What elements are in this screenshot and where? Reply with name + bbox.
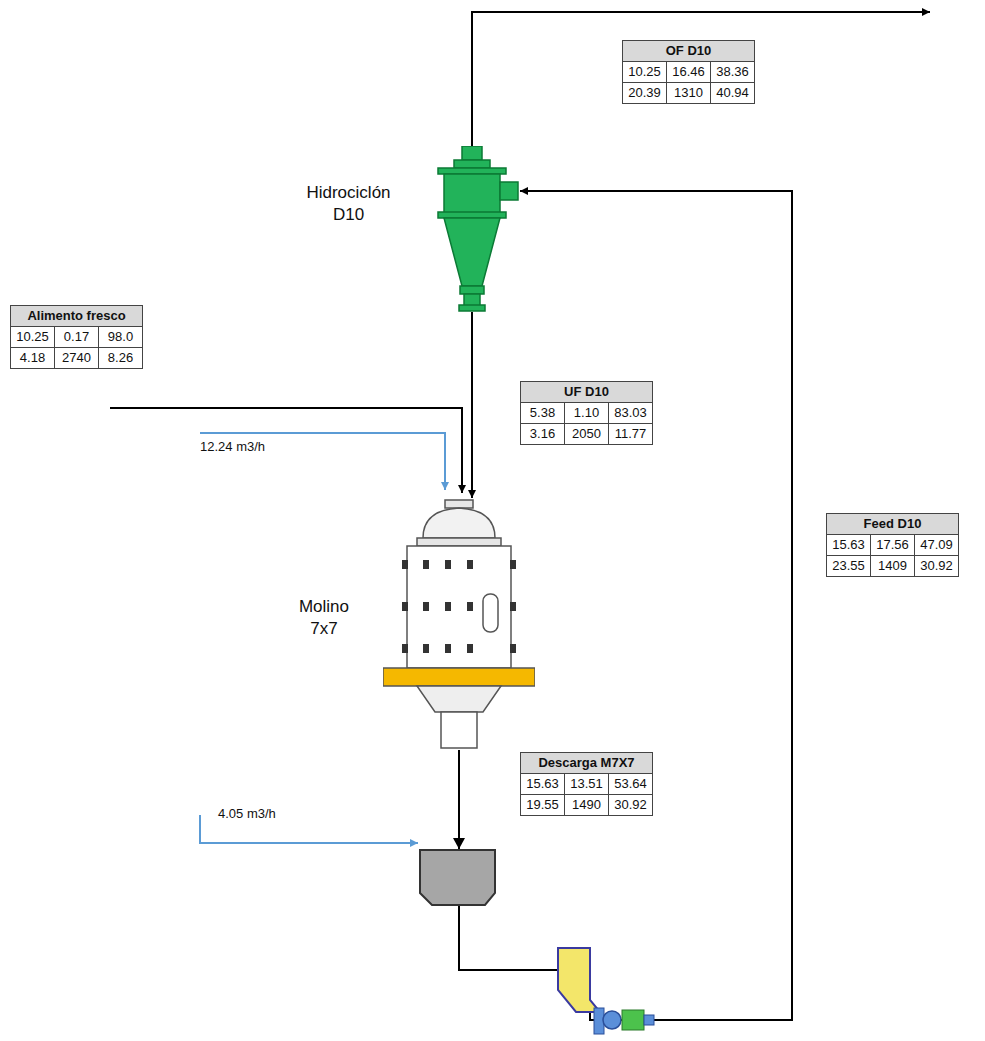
table-cell: 10.25 — [623, 62, 667, 83]
table-cell: 98.0 — [99, 327, 143, 348]
flow-line — [471, 312, 473, 498]
bolt — [510, 602, 516, 611]
table-cell: 13.51 — [565, 774, 609, 795]
spigot — [464, 294, 480, 306]
table-cell: 1.10 — [565, 403, 609, 424]
table-heading: Descarga M7X7 — [521, 753, 653, 774]
equipment-label: Molino 7x7 — [283, 596, 365, 640]
stream-table: OF D1010.2516.4638.36 20.39131040.94 — [622, 40, 755, 104]
bolt — [445, 560, 451, 569]
table-cell: 17.56 — [871, 535, 915, 556]
table-cell: 1310 — [667, 83, 711, 104]
flow-rate-label: 12.24 m3/h — [198, 439, 267, 454]
bolt — [423, 644, 429, 653]
flange — [438, 168, 506, 174]
table-cell: 0.17 — [55, 327, 99, 348]
table-heading: Alimento fresco — [11, 306, 143, 327]
equipment-outline — [424, 146, 520, 312]
bolt — [445, 644, 451, 653]
spigot-ring — [459, 305, 485, 311]
table-cell: 38.36 — [711, 62, 755, 83]
bolt — [423, 560, 429, 569]
table-cell: 8.26 — [99, 348, 143, 369]
pump — [558, 948, 654, 1034]
bolt — [402, 602, 408, 611]
table-cell: 15.63 — [827, 535, 871, 556]
mill: Molino 7x7 — [383, 498, 535, 750]
table-cell: 20.39 — [623, 83, 667, 104]
table-cell: 1490 — [565, 795, 609, 816]
sump — [420, 850, 495, 905]
table-cell: 11.77 — [609, 424, 653, 445]
mill-dome — [423, 508, 495, 538]
pump-impeller — [603, 1011, 621, 1029]
table-cell: 23.55 — [827, 556, 871, 577]
hydrocyclone: Hidrociclón D10 — [424, 146, 520, 312]
table-cell: 53.64 — [609, 774, 653, 795]
table-heading: OF D10 — [623, 41, 755, 62]
cone — [444, 218, 500, 286]
mill-ring — [417, 538, 501, 546]
stream-table: Descarga M7X715.6313.5153.64 19.55149030.… — [520, 752, 653, 816]
vortex-finder — [462, 146, 482, 160]
bolt — [402, 560, 408, 569]
mill-band — [383, 668, 535, 686]
table-cell: 5.38 — [521, 403, 565, 424]
fresh-feed-line — [110, 408, 462, 493]
equipment-outline — [383, 498, 535, 750]
bolt — [467, 560, 473, 569]
table-cell: 30.92 — [915, 556, 959, 577]
mill-window — [483, 594, 498, 632]
mill-cap — [445, 500, 473, 508]
mill-body — [407, 546, 511, 668]
table-cell: 15.63 — [521, 774, 565, 795]
flow-rate-label: 4.05 m3/h — [216, 806, 278, 821]
table-cell: 30.92 — [609, 795, 653, 816]
mill-cone — [417, 686, 501, 712]
collar — [454, 160, 490, 168]
stream-table: Alimento fresco10.250.1798.0 4.1827408.26 — [10, 305, 143, 369]
overflow-line — [472, 12, 930, 146]
bolt — [445, 602, 451, 611]
bolt — [402, 644, 408, 653]
cylinder — [444, 174, 500, 214]
pump-motor — [622, 1010, 644, 1030]
table-cell: 19.55 — [521, 795, 565, 816]
stream-table: Feed D1015.6317.5647.09 23.55140930.92 — [826, 513, 959, 577]
equipment-label: Hidrociclón D10 — [296, 182, 401, 226]
inlet — [500, 182, 518, 200]
table-heading: UF D10 — [521, 382, 653, 403]
table-cell: 1409 — [871, 556, 915, 577]
bolt — [467, 644, 473, 653]
table-cell: 16.46 — [667, 62, 711, 83]
table-cell: 47.09 — [915, 535, 959, 556]
arrow-head — [453, 838, 465, 849]
table-cell: 2050 — [565, 424, 609, 445]
bolt — [510, 560, 516, 569]
stream-table: UF D105.381.1083.03 3.16205011.77 — [520, 381, 653, 445]
apex — [460, 286, 484, 294]
mill-outlet — [441, 712, 477, 748]
table-cell: 2740 — [55, 348, 99, 369]
pump-hopper — [558, 948, 600, 1012]
table-cell: 3.16 — [521, 424, 565, 445]
table-cell: 10.25 — [11, 327, 55, 348]
bolt — [510, 644, 516, 653]
table-cell: 4.18 — [11, 348, 55, 369]
table-cell: 40.94 — [711, 83, 755, 104]
bolt — [467, 602, 473, 611]
table-cell: 83.03 — [609, 403, 653, 424]
flange — [438, 212, 506, 218]
bolt — [423, 602, 429, 611]
pump-outlet — [644, 1015, 654, 1025]
table-heading: Feed D10 — [827, 514, 959, 535]
